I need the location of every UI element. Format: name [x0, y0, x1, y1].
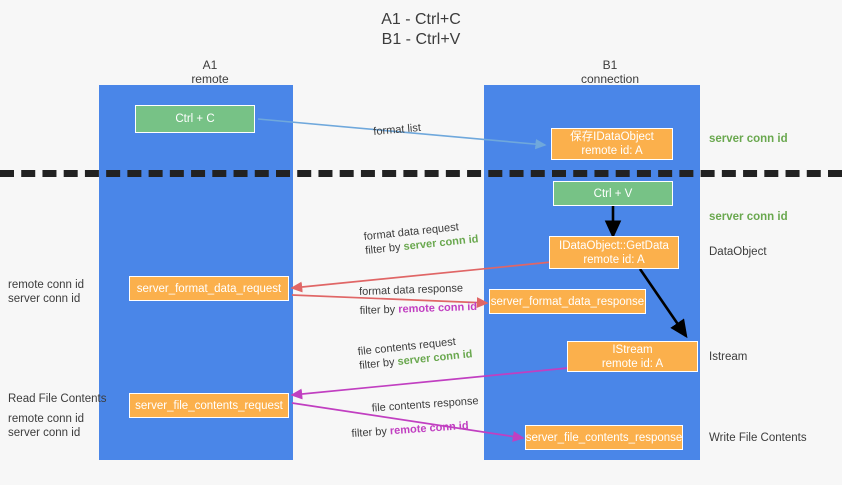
page-title: A1 - Ctrl+C B1 - Ctrl+V [0, 10, 842, 50]
annotation-group-file: remote conn id server conn id [8, 412, 84, 440]
node-istream-line1: IStream [612, 343, 653, 356]
annotation-dataobject: DataObject [709, 246, 767, 258]
node-server-format-data-response[interactable]: server_format_data_response [489, 289, 646, 314]
filter-by-prefix: filter by [351, 425, 391, 441]
annotation-istream: Istream [709, 351, 748, 363]
edge-label-file-contents-response: file contents response filter by remote … [349, 394, 480, 441]
edge-label-file-contents-response-line2: filter by remote conn id [351, 418, 481, 441]
edge-label-file-contents-request: file contents request filter by server c… [357, 333, 473, 373]
section-divider [0, 170, 842, 177]
annotation-server-conn-id-1: server conn id [8, 293, 81, 305]
annotation-read-file-contents: Read File Contents [8, 393, 107, 405]
node-istream-line2: remote id: A [601, 357, 664, 370]
node-ctrl-c[interactable]: Ctrl + C [135, 105, 255, 133]
node-getdata-line1: IDataObject::GetData [559, 239, 669, 252]
annotation-remote-conn-id-2: remote conn id [8, 413, 85, 425]
annotation-server-conn-id-2: server conn id [8, 427, 81, 439]
annotation-remote-conn-id-1: remote conn id [8, 279, 85, 291]
remote-conn-id-key: remote conn id [398, 300, 478, 316]
edge-label-file-contents-response-line1: file contents response [371, 395, 479, 415]
edge-label-format-data-request: format data request filter by server con… [363, 218, 479, 258]
column-a1-name: A1 [202, 58, 218, 72]
node-save-idataobject-line2: remote id: A [581, 145, 643, 157]
title-line-2: B1 - Ctrl+V [381, 31, 461, 48]
filter-by-prefix: filter by [364, 241, 405, 258]
annotation-group-format: remote conn id server conn id [8, 278, 84, 306]
node-server-file-contents-request-label: server_file_contents_request [135, 399, 283, 412]
node-server-format-data-request[interactable]: server_format_data_request [129, 276, 289, 301]
node-idataobject-getdata[interactable]: IDataObject::GetData remote id: A [549, 236, 679, 269]
filter-by-prefix: filter by [359, 303, 399, 318]
edge-label-format-data-response-line1: format data response [358, 282, 464, 299]
annotation-server-conn-id-top: server conn id [709, 133, 788, 145]
node-ctrl-v-label: Ctrl + V [593, 187, 633, 200]
node-server-file-contents-response-label: server_file_contents_response [525, 431, 683, 444]
node-server-format-data-response-label: server_format_data_response [490, 295, 645, 308]
edge-label-format-data-response-line2: filter by remote conn id [360, 300, 478, 318]
column-header-a1: A1 remote [130, 58, 290, 86]
remote-conn-id-key: remote conn id [389, 419, 470, 438]
column-b1-name: B1 [602, 58, 618, 72]
node-save-idataobject-line1: 保存IDataObject [570, 131, 654, 143]
annotation-server-conn-id-mid: server conn id [709, 211, 788, 223]
node-server-file-contents-response[interactable]: server_file_contents_response [525, 425, 683, 450]
edge-label-format-list: format list [372, 121, 422, 139]
node-ctrl-c-label: Ctrl + C [175, 113, 215, 125]
node-save-idataobject[interactable]: 保存IDataObject remote id: A [551, 128, 673, 160]
title-line-1: A1 - Ctrl+C [381, 11, 461, 28]
edge-label-format-data-response: format data response filter by remote co… [359, 281, 477, 318]
column-header-b1: B1 connection [530, 58, 690, 86]
node-ctrl-v[interactable]: Ctrl + V [553, 181, 673, 206]
annotation-write-file-contents: Write File Contents [709, 432, 807, 444]
column-a1-sub: remote [191, 72, 229, 86]
filter-by-prefix: filter by [358, 356, 399, 373]
column-b1-sub: connection [580, 72, 640, 86]
node-server-file-contents-request[interactable]: server_file_contents_request [129, 393, 289, 418]
node-getdata-line2: remote id: A [583, 253, 645, 266]
node-server-format-data-request-label: server_format_data_request [136, 282, 282, 295]
node-istream[interactable]: IStream remote id: A [567, 341, 698, 372]
